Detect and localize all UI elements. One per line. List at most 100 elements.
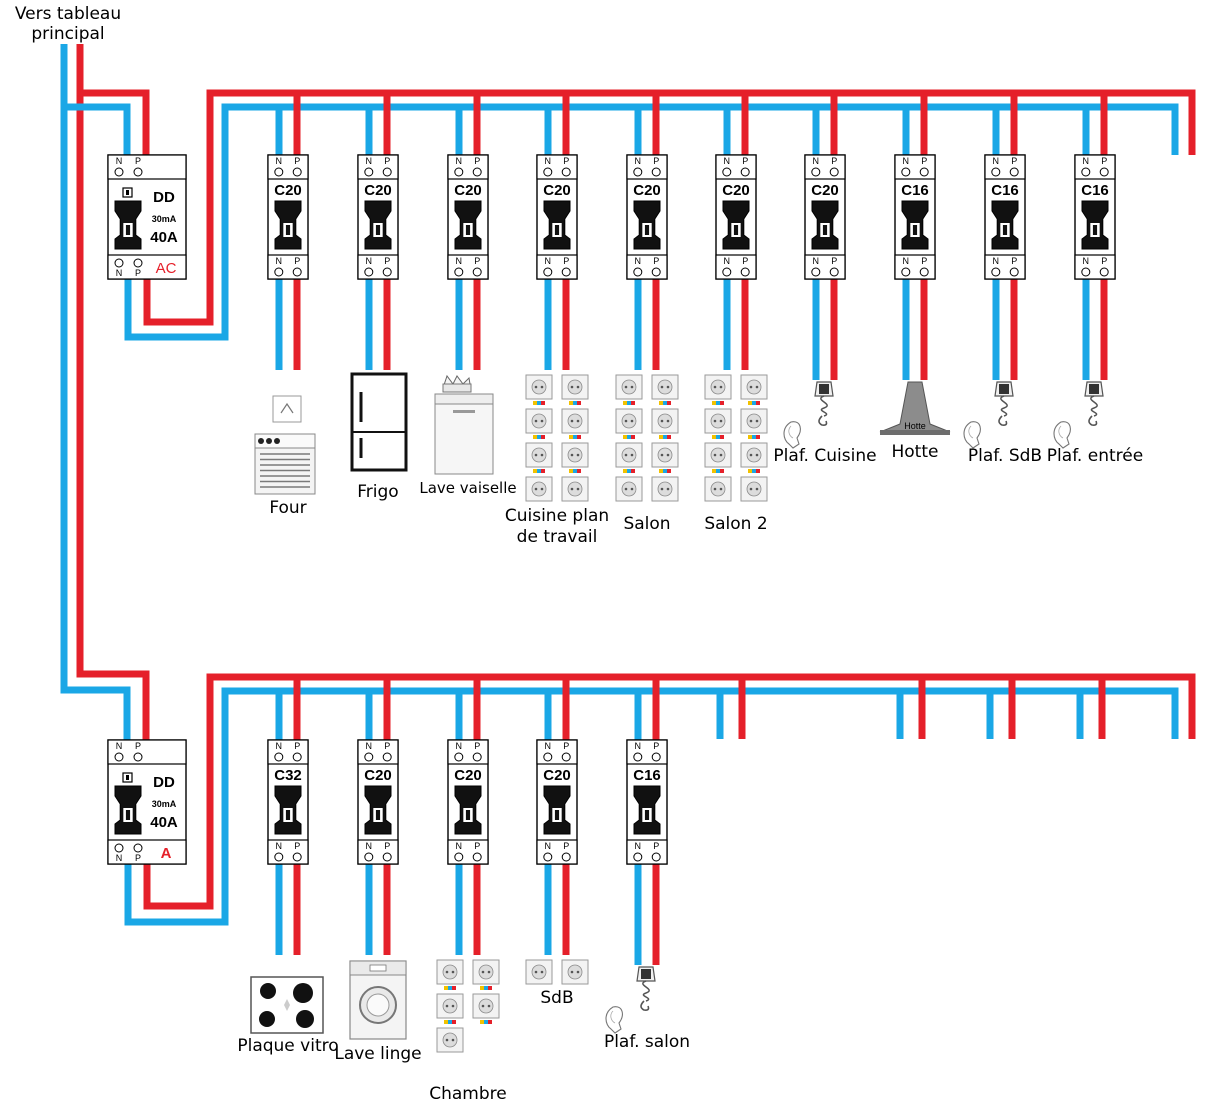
screw-icon bbox=[274, 752, 284, 762]
terminal-p-label: P bbox=[294, 741, 300, 751]
circuit-label: Plaf. entrée bbox=[1046, 446, 1144, 466]
screw-icon bbox=[454, 267, 464, 277]
main-neutral-wire bbox=[60, 44, 131, 740]
terminal-p-label: P bbox=[1011, 256, 1017, 266]
terminal-n-label: N bbox=[813, 256, 820, 266]
screw-icon bbox=[651, 752, 661, 762]
terminal-n-label: N bbox=[993, 256, 1000, 266]
screw-icon bbox=[364, 752, 374, 762]
source-label: Vers tableau principal bbox=[14, 4, 122, 44]
screw-icon bbox=[292, 267, 302, 277]
terminal-n-label: N bbox=[366, 156, 373, 166]
screw-icon bbox=[364, 852, 374, 862]
screw-icon bbox=[811, 267, 821, 277]
dishwasher-icon bbox=[434, 374, 494, 475]
socket-icon bbox=[651, 442, 679, 468]
screw-icon bbox=[991, 267, 1001, 277]
screw-icon bbox=[829, 267, 839, 277]
hook-icon bbox=[818, 415, 828, 426]
screw-icon bbox=[651, 267, 661, 277]
screw-icon bbox=[901, 267, 911, 277]
ceiling-light-icon bbox=[783, 381, 834, 449]
washing-machine-icon bbox=[349, 960, 407, 1040]
ceiling-light-icon bbox=[963, 381, 1014, 449]
terminal-n-label: N bbox=[116, 741, 123, 751]
breaker-rating: C32 bbox=[274, 767, 302, 784]
terminal-n-label: N bbox=[545, 156, 552, 166]
row2-neutral-bus bbox=[124, 687, 1179, 926]
screw-icon bbox=[114, 752, 124, 762]
light-bulb-icon bbox=[783, 421, 801, 449]
row1-feed-phase bbox=[80, 89, 150, 155]
screw-icon bbox=[633, 852, 643, 862]
screw-icon bbox=[382, 167, 392, 177]
breaker-rating: C20 bbox=[811, 182, 839, 199]
screw-icon bbox=[740, 167, 750, 177]
terminal-n-label: N bbox=[903, 256, 910, 266]
circuit-label: Frigo bbox=[357, 482, 399, 502]
terminal-p-label: P bbox=[1101, 256, 1107, 266]
screw-icon bbox=[454, 752, 464, 762]
terminal-p-label: P bbox=[384, 741, 390, 751]
cable-icon bbox=[642, 980, 650, 1002]
circuit-label: Salon 2 bbox=[704, 514, 768, 534]
socket-icon bbox=[561, 476, 589, 502]
light-bulb-icon bbox=[605, 1006, 623, 1034]
hook-icon bbox=[640, 1000, 650, 1011]
burner-icon bbox=[296, 1010, 314, 1028]
rcd-rating: 40A bbox=[150, 229, 178, 246]
screw-icon bbox=[561, 852, 571, 862]
screw-icon bbox=[561, 167, 571, 177]
screw-icon bbox=[633, 752, 643, 762]
screw-icon bbox=[1099, 267, 1109, 277]
screw-icon bbox=[811, 167, 821, 177]
row1-feed-neutral bbox=[64, 103, 131, 155]
terminal-p-label: P bbox=[135, 268, 141, 278]
oven-switch-icon bbox=[272, 395, 302, 423]
terminal-n-label: N bbox=[276, 256, 283, 266]
screw-icon bbox=[382, 267, 392, 277]
terminal-p-label: P bbox=[653, 156, 659, 166]
terminal-p-label: P bbox=[135, 741, 141, 751]
fridge-icon bbox=[350, 372, 408, 472]
light-bulb-icon bbox=[1053, 421, 1071, 449]
terminal-p-label: P bbox=[653, 841, 659, 851]
terminal-n-label: N bbox=[813, 156, 820, 166]
screw-icon bbox=[543, 852, 553, 862]
screw-icon bbox=[382, 752, 392, 762]
screw-icon bbox=[919, 267, 929, 277]
socket-icon bbox=[740, 408, 768, 434]
terminal-p-label: P bbox=[653, 256, 659, 266]
screw-icon bbox=[722, 267, 732, 277]
terminal-p-label: P bbox=[921, 256, 927, 266]
terminal-p-label: P bbox=[474, 256, 480, 266]
screw-icon bbox=[133, 167, 143, 177]
terminal-p-label: P bbox=[294, 256, 300, 266]
terminal-p-label: P bbox=[921, 156, 927, 166]
socket-icon bbox=[615, 476, 643, 502]
circuit-label: Lave linge bbox=[334, 1044, 422, 1064]
terminal-n-label: N bbox=[635, 841, 642, 851]
terminal-n-label: N bbox=[366, 256, 373, 266]
burner-icon bbox=[259, 1011, 275, 1027]
terminal-p-label: P bbox=[1011, 156, 1017, 166]
socket-icon bbox=[704, 476, 732, 502]
screw-icon bbox=[1081, 167, 1091, 177]
terminal-n-label: N bbox=[635, 256, 642, 266]
row1-phase-bus bbox=[143, 89, 1196, 326]
terminal-n-label: N bbox=[1083, 256, 1090, 266]
terminal-n-label: N bbox=[993, 156, 1000, 166]
ceiling-light-icon bbox=[1053, 381, 1104, 449]
cooktop-icon bbox=[250, 976, 324, 1034]
breaker-rating: C20 bbox=[454, 767, 482, 784]
screw-icon bbox=[454, 167, 464, 177]
screw-icon bbox=[364, 167, 374, 177]
terminal-n-label: N bbox=[116, 156, 123, 166]
